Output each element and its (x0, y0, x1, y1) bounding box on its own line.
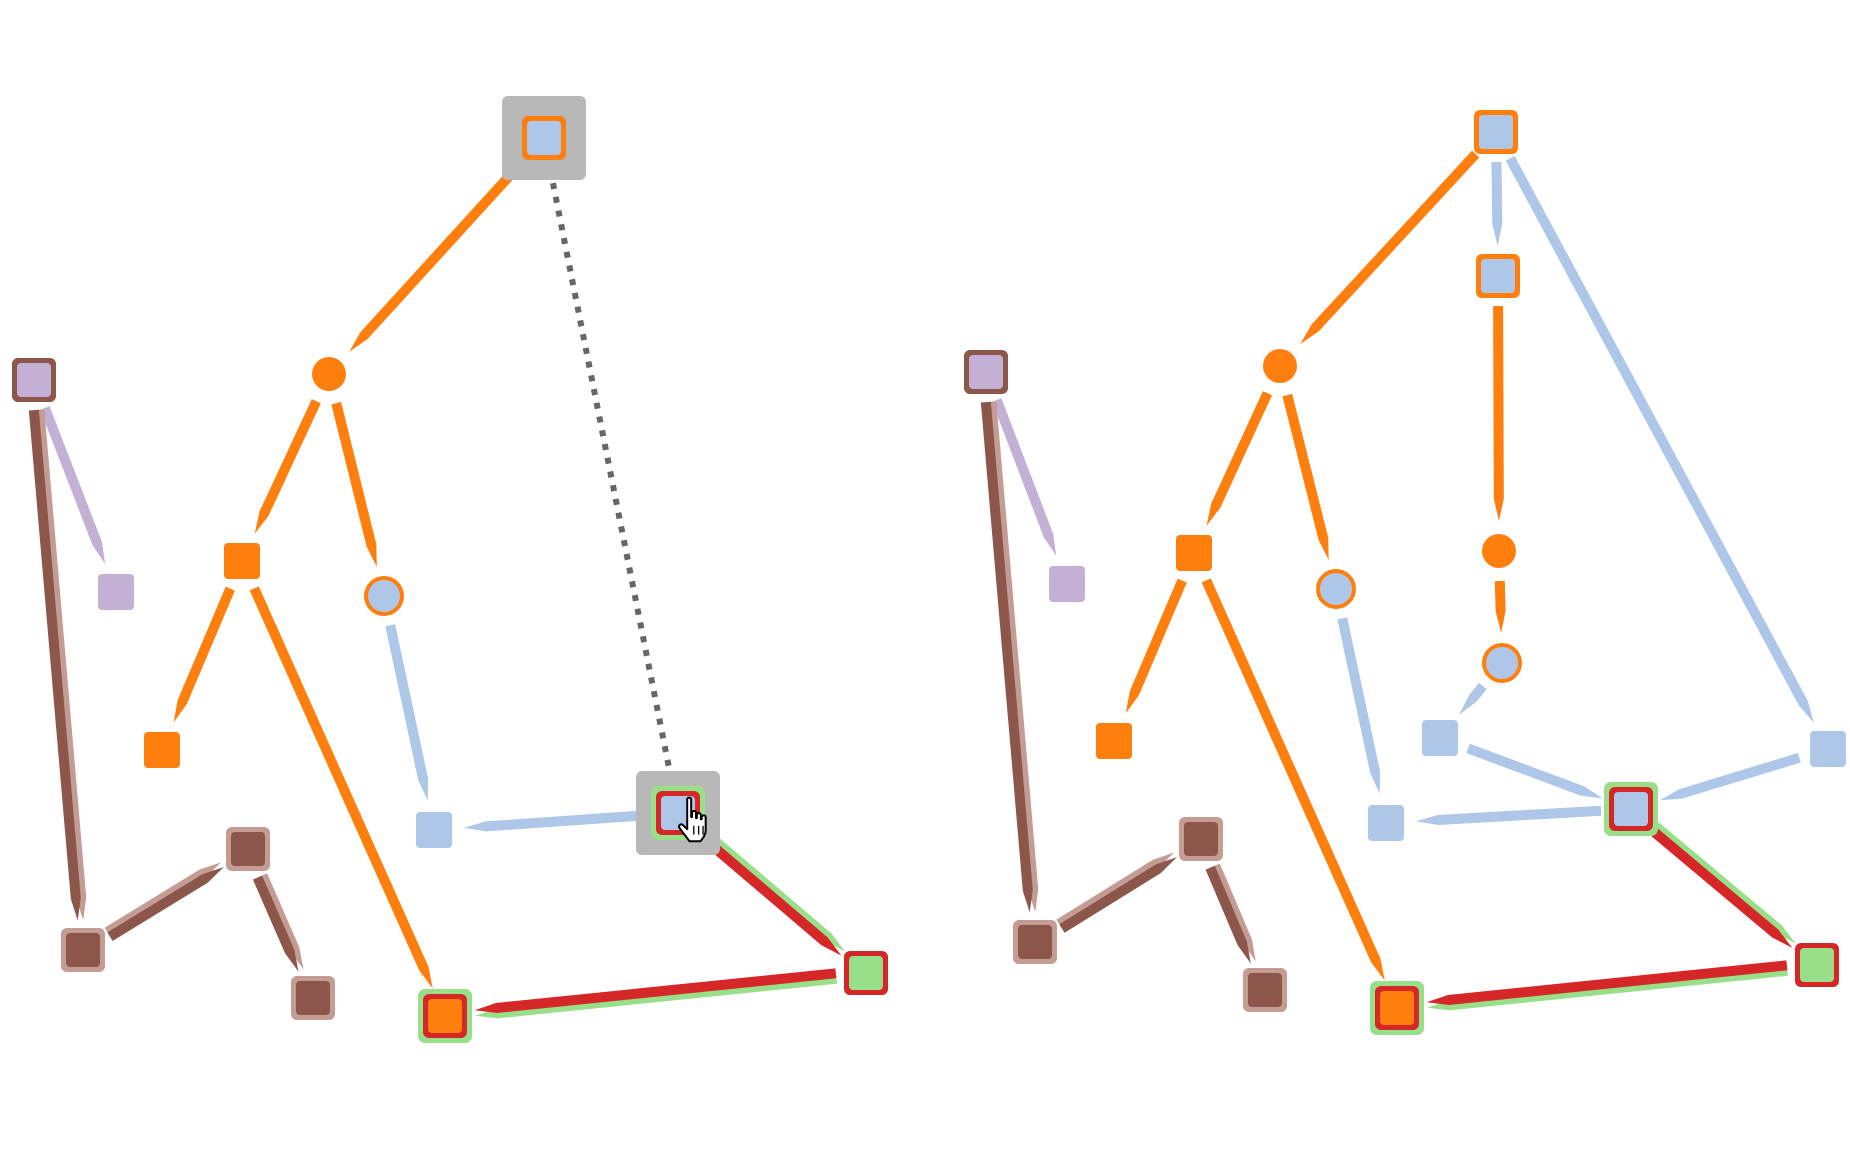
graph-edge (1282, 393, 1329, 560)
graph-edge (1494, 580, 1506, 634)
hand-pointer-cursor (678, 796, 707, 843)
graph-edge (40, 406, 106, 565)
graph-node-m13[interactable] (1370, 981, 1424, 1035)
edges-layer (28, 155, 845, 1019)
graph-node-m15[interactable] (964, 350, 1008, 394)
graph-node-m1[interactable] (1474, 110, 1518, 154)
graph-edge (1459, 682, 1487, 715)
graph-edge (1206, 391, 1273, 526)
graph-edge (1466, 743, 1603, 799)
graph-edge (980, 401, 1033, 913)
graph-edge (1505, 156, 1814, 723)
graph-edge (1059, 857, 1177, 933)
graph-edge (173, 586, 235, 723)
graph-edge (1426, 960, 1788, 1005)
graph-node-n5[interactable] (144, 732, 180, 768)
graph-node-m17[interactable] (1013, 920, 1057, 964)
graph-node-m19[interactable] (1243, 968, 1287, 1012)
graph-edge (1300, 150, 1480, 344)
graph-edge (254, 399, 321, 534)
graph-node-n13[interactable] (226, 827, 270, 871)
graph-node-m11[interactable] (1368, 805, 1404, 841)
graph-edge (695, 830, 842, 956)
panel-before (12, 96, 888, 1043)
graph-edge (1493, 305, 1504, 522)
graph-node-n11[interactable] (98, 574, 134, 610)
graph-node-m2[interactable] (1476, 254, 1520, 298)
graph-node-n8[interactable] (418, 989, 472, 1043)
graph-node-m6[interactable] (1810, 731, 1846, 767)
graph-node-m9[interactable] (1316, 569, 1356, 609)
graph-edge (699, 826, 845, 952)
graph-edge (249, 586, 433, 989)
graph-edge (992, 398, 1057, 556)
graph-node-m18[interactable] (1179, 817, 1223, 861)
graph-edge (252, 875, 299, 972)
graph-node-m10[interactable] (1096, 723, 1132, 759)
graph-edge (349, 156, 528, 352)
graph-edge (1337, 617, 1381, 794)
nodes-layer (964, 110, 1846, 1035)
graph-node-m12[interactable] (1604, 782, 1658, 836)
graph-node-m5[interactable] (1422, 720, 1458, 756)
edges-layer (980, 150, 1814, 1011)
graph-edge (107, 867, 224, 941)
panel-after (964, 110, 1846, 1035)
graph-edge (331, 401, 377, 567)
graph-edge (1649, 826, 1793, 948)
graph-node-n6[interactable] (416, 812, 452, 848)
graph-node-m14[interactable] (1795, 943, 1839, 987)
graph-node-n3[interactable] (224, 543, 260, 579)
graph-node-n4[interactable] (364, 576, 404, 616)
graph-node-n7[interactable] (636, 771, 720, 855)
graph-edge (1415, 805, 1602, 826)
graph-node-m7[interactable] (1263, 349, 1297, 383)
graph-node-n2[interactable] (312, 357, 346, 391)
graph-edge (1205, 865, 1251, 964)
graph-node-m16[interactable] (1049, 566, 1085, 602)
graph-edge (474, 968, 837, 1013)
graph-edge (1125, 578, 1187, 714)
drag-connector-line (544, 155, 678, 796)
nodes-layer (12, 96, 888, 1043)
graph-edge (1201, 578, 1385, 981)
graph-edge (28, 409, 81, 921)
graph-node-n12[interactable] (61, 928, 105, 972)
graph-node-m3[interactable] (1482, 534, 1516, 568)
graph-edge (1652, 822, 1796, 944)
graph-edge (463, 810, 649, 832)
graph-edge (385, 624, 429, 801)
graph-edge (1491, 161, 1503, 247)
graph-node-n1[interactable] (502, 96, 586, 180)
graph-edge (1659, 752, 1801, 801)
graph-node-n9[interactable] (844, 951, 888, 995)
graph-node-m8[interactable] (1176, 535, 1212, 571)
graph-node-n14[interactable] (291, 976, 335, 1020)
graph-node-n10[interactable] (12, 358, 56, 402)
graph-node-m4[interactable] (1482, 643, 1522, 683)
